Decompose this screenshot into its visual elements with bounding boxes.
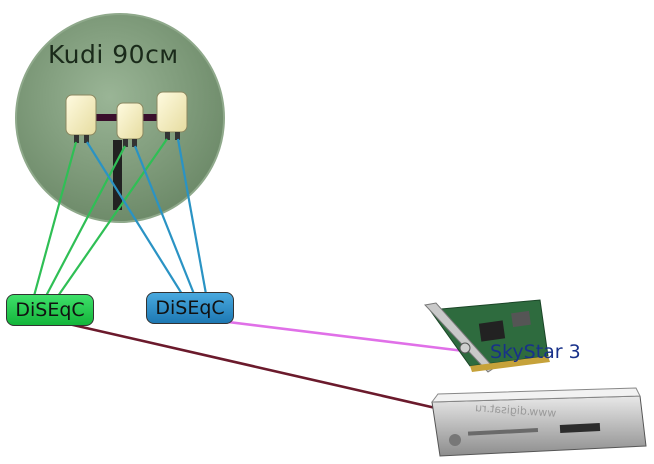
green-cables: [32, 138, 168, 297]
satellite-receiver: [430, 387, 647, 457]
maroon-cable: [59, 320, 441, 411]
lnb-1: [65, 94, 97, 143]
magenta-cable: [211, 318, 465, 353]
dish-title: Kudi 90см: [48, 40, 179, 69]
dish-support-pole: [113, 140, 122, 210]
skystar-label: SkyStar 3: [490, 341, 581, 363]
blue-cables: [86, 138, 208, 295]
lnb-2: [116, 102, 144, 147]
skystar-pci-card: [424, 299, 550, 373]
diseqc-switch-blue: DiSEqC: [146, 292, 234, 324]
lnb-3: [156, 91, 188, 140]
diseqc-switch-green: DiSEqC: [6, 294, 94, 326]
